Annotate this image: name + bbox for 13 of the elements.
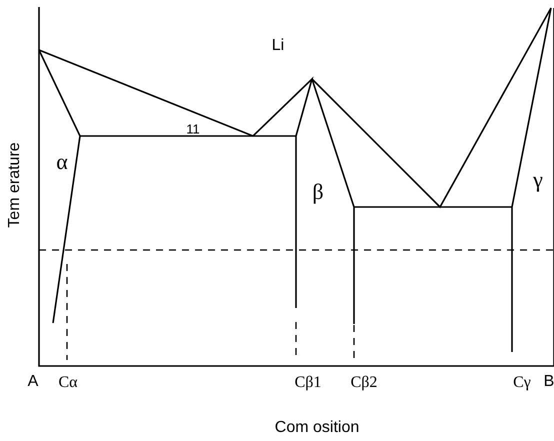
- phase-label: Li: [272, 38, 284, 54]
- phase-symbol: α: [56, 151, 68, 173]
- axis-end-label: A: [28, 374, 38, 390]
- axis-title: Tem erature: [7, 142, 23, 228]
- axis-end-label: B: [544, 374, 554, 390]
- line-label: 11: [186, 122, 200, 136]
- phase-symbol: γ: [533, 169, 543, 191]
- composition-label: Cβ1: [294, 375, 322, 391]
- composition-label: Cβ2: [350, 375, 378, 391]
- axis-title: Com osition: [274, 420, 360, 436]
- composition-label: Cα: [58, 375, 78, 391]
- composition-label: Cγ: [513, 375, 531, 391]
- phase-symbol: β: [312, 181, 324, 203]
